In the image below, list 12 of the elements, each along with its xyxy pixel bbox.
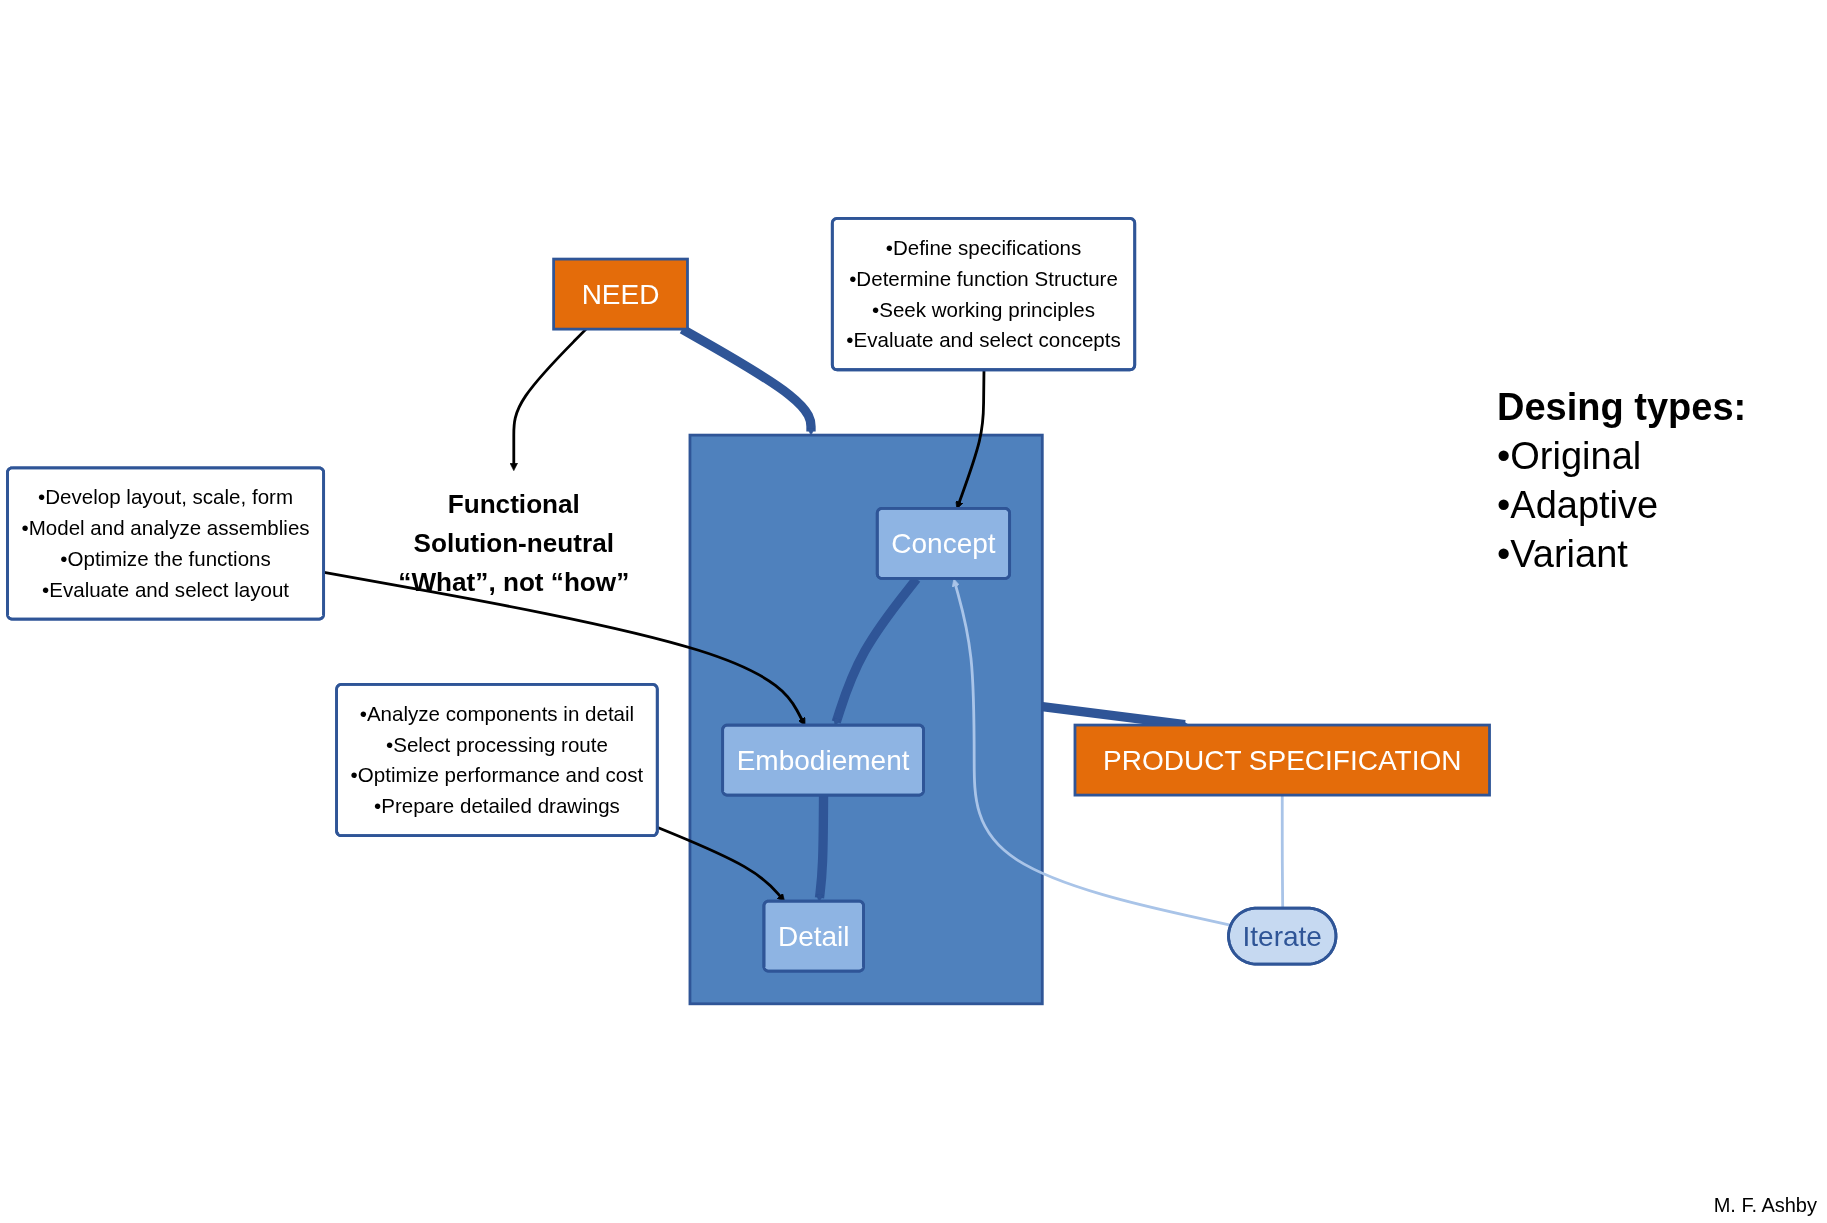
arrow [679,325,816,436]
node-box: NEED [552,258,689,331]
list-item: •Adaptive [1497,484,1660,527]
connector [1280,795,1285,909]
list-item: •Original [1497,435,1643,478]
node-box: PRODUCT SPECIFICATION [1073,724,1491,797]
list-item: •Variant [1497,533,1629,576]
cluster [688,434,1044,1006]
design-types-heading: Desing types: [1497,386,1748,429]
arrow [951,578,1232,927]
node-text: Functional Solution-neutral “What”, not “how” [398,489,630,598]
author-credit: M. F. Ashby [1713,1194,1817,1217]
